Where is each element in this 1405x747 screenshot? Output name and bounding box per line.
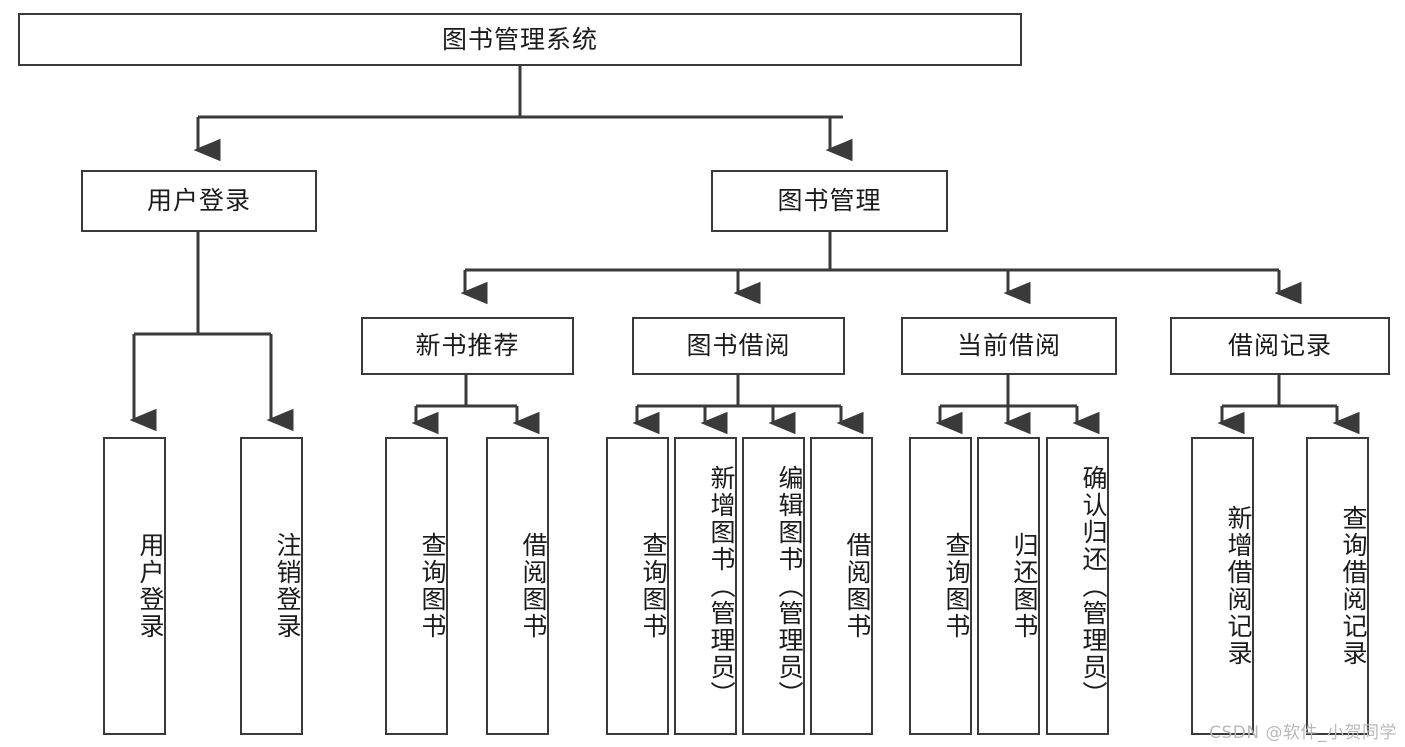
- leaf-current-confirm-return-label: 确认归还（管理员）: [1079, 464, 1108, 708]
- leaf-borrow-borrow-book-label: 借阅图书: [843, 532, 872, 640]
- leaf-new-book-borrow[interactable]: 借阅图书: [486, 437, 549, 735]
- leaf-borrow-edit-book-label: 编辑图书（管理员）: [775, 464, 804, 708]
- node-root[interactable]: 图书管理系统: [18, 13, 1022, 66]
- node-root-label: 图书管理系统: [441, 24, 598, 54]
- node-borrow-records-label: 借阅记录: [1227, 331, 1332, 361]
- leaf-records-add[interactable]: 新增借阅记录: [1191, 437, 1254, 735]
- node-book-management[interactable]: 图书管理: [711, 170, 948, 232]
- leaf-current-return[interactable]: 归还图书: [977, 437, 1040, 735]
- leaf-user-login-logout-label: 注销登录: [273, 532, 302, 640]
- node-current-borrow[interactable]: 当前借阅: [901, 317, 1117, 375]
- node-book-borrow[interactable]: 图书借阅: [632, 317, 845, 375]
- node-borrow-records[interactable]: 借阅记录: [1170, 317, 1390, 375]
- node-user-login[interactable]: 用户登录: [81, 170, 317, 232]
- leaf-borrow-query[interactable]: 查询图书: [606, 437, 669, 735]
- node-new-book-recommend-label: 新书推荐: [415, 331, 520, 361]
- leaf-borrow-borrow-book[interactable]: 借阅图书: [810, 437, 873, 735]
- node-book-management-label: 图书管理: [777, 186, 882, 216]
- node-book-borrow-label: 图书借阅: [686, 331, 791, 361]
- leaf-new-book-borrow-label: 借阅图书: [519, 532, 548, 640]
- leaf-borrow-query-label: 查询图书: [639, 532, 668, 640]
- csdn-watermark: CSDN @软件_小贺同学: [1209, 723, 1397, 743]
- leaf-new-book-query[interactable]: 查询图书: [385, 437, 448, 735]
- node-new-book-recommend[interactable]: 新书推荐: [361, 317, 574, 375]
- leaf-records-query-label: 查询借阅记录: [1339, 505, 1368, 667]
- leaf-current-confirm-return[interactable]: 确认归还（管理员）: [1046, 437, 1109, 735]
- node-user-login-label: 用户登录: [146, 186, 251, 216]
- leaf-user-login-login[interactable]: 用户登录: [103, 437, 166, 735]
- leaf-borrow-add-book[interactable]: 新增图书（管理员）: [674, 437, 737, 735]
- leaf-current-query-label: 查询图书: [942, 532, 971, 640]
- node-current-borrow-label: 当前借阅: [956, 331, 1061, 361]
- leaf-borrow-edit-book[interactable]: 编辑图书（管理员）: [742, 437, 805, 735]
- leaf-records-query[interactable]: 查询借阅记录: [1306, 437, 1369, 735]
- leaf-user-login-login-label: 用户登录: [136, 532, 165, 640]
- leaf-current-query[interactable]: 查询图书: [909, 437, 972, 735]
- leaf-records-add-label: 新增借阅记录: [1224, 505, 1253, 667]
- leaf-borrow-add-book-label: 新增图书（管理员）: [707, 464, 736, 708]
- leaf-user-login-logout[interactable]: 注销登录: [240, 437, 303, 735]
- leaf-current-return-label: 归还图书: [1010, 532, 1039, 640]
- leaf-new-book-query-label: 查询图书: [418, 532, 447, 640]
